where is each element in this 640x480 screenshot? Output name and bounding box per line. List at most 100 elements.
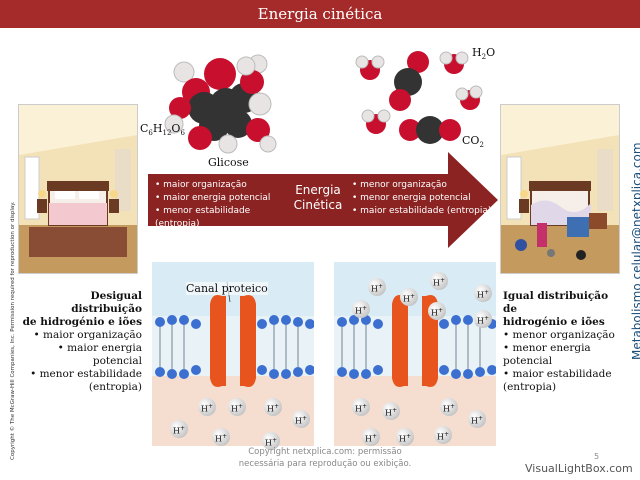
hydrogen-ion-symbol: H — [436, 432, 444, 442]
left-panel-bullet: • menor estabilidade — [30, 368, 142, 380]
copyright-left-text: Copyright © The McGraw-Hill Companies, I… — [10, 201, 16, 460]
hydrogen-ion-icon: H+ — [382, 402, 400, 420]
channel-label: Canal proteico — [186, 282, 268, 295]
glucose-label: Glicose — [208, 156, 249, 169]
hydrogen-ion-symbol: H — [172, 426, 180, 436]
hydrogen-ion-icon: H+ — [228, 398, 246, 416]
hydrogen-ion-icon: H+ — [292, 410, 310, 428]
hydrogen-ion-symbol: H — [214, 434, 222, 444]
hydrogen-ion-icon: H+ — [362, 428, 380, 446]
hydrogen-ion-symbol: H — [294, 416, 302, 426]
hydrogen-ion-charge: + — [207, 403, 213, 410]
glucose-formula-o-sub: 6 — [180, 129, 185, 138]
hydrogen-ion-symbol: H — [476, 290, 484, 300]
hydrogen-ion-charge: + — [409, 293, 415, 300]
hydrogen-ion-symbol: H — [442, 404, 450, 414]
left-panel-heading1: Desigual distribuição — [71, 290, 142, 315]
hydrogen-ion-icon: H+ — [368, 278, 386, 296]
messy-bedroom-image — [500, 104, 620, 274]
left-panel-text: Desigual distribuição de hidrogénio e iõ… — [20, 290, 142, 394]
hydrogen-ion-icon: H+ — [434, 426, 452, 444]
glucose-formula-h-sub: 12 — [162, 129, 172, 138]
glucose-formula-h: H — [152, 122, 163, 135]
hydrogen-ion-charge: + — [237, 403, 243, 410]
hydrogen-ion-symbol: H — [364, 434, 372, 444]
arrow-left-bullets: • maior organização • maior energia pote… — [155, 179, 295, 231]
left-panel-bullet: • maior organização — [33, 329, 142, 341]
copyright-left: Copyright © The McGraw-Hill Companies, I… — [2, 105, 16, 465]
right-panel-text: Igual distribuição de hidrogénio e iões … — [503, 290, 615, 394]
right-panel-bullet: • menor energia — [503, 342, 591, 354]
footer-copyright-line2: necessária para reprodução ou exibição. — [238, 459, 412, 469]
left-panel-heading2: de hidrogénio e iões — [22, 316, 142, 328]
hydrogen-ion-symbol: H — [476, 316, 484, 326]
hydrogen-ion-symbol: H — [230, 404, 238, 414]
hydrogen-ion-icon: H+ — [428, 302, 446, 320]
hydrogen-ion-symbol: H — [430, 308, 438, 318]
hydrogen-ion-charge: + — [439, 277, 445, 284]
hydrogen-ion-charge: + — [271, 437, 277, 444]
hydrogen-ion-charge: + — [483, 289, 489, 296]
left-panel-bullet: (entropia) — [88, 381, 142, 393]
title-bar: Energia cinética — [0, 0, 640, 28]
hydrogen-ion-charge: + — [477, 415, 483, 422]
hydrogen-ion-symbol: H — [200, 404, 208, 414]
hydrogen-ion-charge: + — [443, 431, 449, 438]
kinetic-energy-arrow — [148, 152, 498, 248]
hydrogen-ion-symbol: H — [354, 306, 362, 316]
right-panel-bullet: potencial — [503, 355, 553, 367]
right-panel-heading2: hidrogénio e iões — [503, 316, 605, 328]
hydrogen-ion-charge: + — [273, 403, 279, 410]
glucose-formula-c: C — [140, 122, 149, 135]
hydrogen-ion-symbol: H — [398, 434, 406, 444]
arrow-right-bullets: • menor organização • menor energia pote… — [352, 179, 492, 218]
hydrogen-ion-charge: + — [391, 407, 397, 414]
hydrogen-ion-charge: + — [361, 305, 367, 312]
hydrogen-ion-charge: + — [405, 433, 411, 440]
water-and-co2-molecules-icon — [355, 51, 483, 144]
glucose-molecule-icon — [164, 54, 277, 154]
hydrogen-ion-charge: + — [221, 433, 227, 440]
right-panel-bullet: • maior estabilidade — [503, 368, 612, 380]
arrow-left-bullet: • maior organização — [155, 180, 247, 190]
hydrogen-ion-charge: + — [179, 425, 185, 432]
glucose-formula: C6H12O6 — [140, 122, 185, 137]
hydrogen-ion-icon: H+ — [170, 420, 188, 438]
hydrogen-ion-icon: H+ — [474, 310, 492, 328]
footer-copyright: Copyright netxplica.com: permissão neces… — [230, 446, 420, 470]
hydrogen-ion-icon: H+ — [400, 288, 418, 306]
hydrogen-ion-charge: + — [361, 403, 367, 410]
hydrogen-ion-icon: H+ — [468, 410, 486, 428]
hydrogen-ion-symbol: H — [266, 404, 274, 414]
page-title: Energia cinética — [257, 5, 383, 23]
co2-formula: CO2 — [462, 134, 484, 149]
hydrogen-ion-symbol: H — [402, 294, 410, 304]
water-formula-o: O — [486, 46, 496, 59]
hydrogen-ion-icon: H+ — [474, 284, 492, 302]
left-panel-bullet: potencial — [92, 355, 142, 367]
hydrogen-ion-icon: H+ — [264, 398, 282, 416]
arrow-center-line2: Cinética — [293, 198, 343, 212]
hydrogen-ion-symbol: H — [432, 278, 440, 288]
hydrogen-ion-symbol: H — [384, 408, 392, 418]
hydrogen-ion-charge: + — [449, 403, 455, 410]
arrow-right-bullet: • menor energia potencial — [352, 193, 471, 203]
arrow-right-bullet: • menor organização — [352, 180, 447, 190]
hydrogen-ion-icon: H+ — [198, 398, 216, 416]
water-formula-sub: 2 — [481, 53, 487, 62]
glucose-formula-o: O — [171, 122, 181, 135]
hydrogen-ion-charge: + — [377, 283, 383, 290]
side-brand-text: Metabolismo celular@netxplica.com — [630, 142, 640, 360]
right-panel-heading1: Igual distribuição de — [503, 290, 609, 315]
hydrogen-ion-charge: + — [371, 433, 377, 440]
hydrogen-ion-charge: + — [301, 415, 307, 422]
hydrogen-ion-charge: + — [437, 307, 443, 314]
watermark: VisualLightBox.com — [525, 462, 633, 475]
hydrogen-ion-symbol: H — [354, 404, 362, 414]
footer-copyright-line1: Copyright netxplica.com: permissão — [248, 447, 402, 457]
left-panel-bullet: • maior energia — [57, 342, 142, 354]
arrow-center-label: Energia Cinética — [288, 183, 348, 213]
hydrogen-ion-icon: H+ — [430, 272, 448, 290]
hydrogen-ion-charge: + — [483, 315, 489, 322]
water-formula: H2O — [472, 46, 495, 61]
